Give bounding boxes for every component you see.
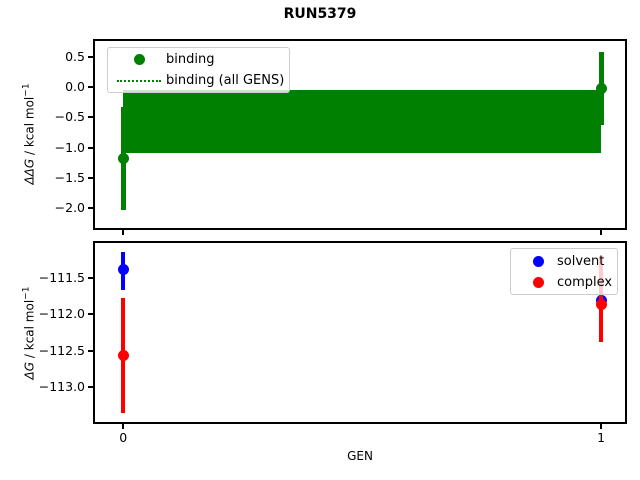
y-tick-mark bbox=[88, 207, 93, 210]
complex-point bbox=[117, 349, 129, 361]
binding-all-gens-dotted-line-icon bbox=[117, 79, 161, 82]
legend-item-binding-all-gens: binding (all GENS) bbox=[108, 70, 289, 91]
x-tick-mark bbox=[600, 424, 603, 429]
y-tick-mark bbox=[88, 146, 93, 149]
complex-dot-icon bbox=[532, 276, 544, 288]
y-tick-label: 0.5 bbox=[65, 48, 85, 64]
top-y-axis-label: ΔΔG / kcal mol−1 bbox=[21, 83, 37, 185]
figure-title: RUN5379 bbox=[283, 6, 357, 22]
x-tick-label: 0 bbox=[119, 430, 128, 445]
solvent-point bbox=[117, 264, 129, 276]
y-tick-mark bbox=[88, 55, 93, 58]
y-tick-label: −1.0 bbox=[54, 139, 85, 155]
legend-item-solvent: solvent bbox=[511, 251, 617, 272]
legend-label: binding (all GENS) bbox=[166, 73, 285, 88]
y-tick-label: −111.5 bbox=[38, 269, 85, 285]
x-tick-mark bbox=[122, 424, 125, 429]
x-tick-mark bbox=[600, 230, 603, 235]
y-tick-mark bbox=[88, 313, 93, 316]
legend-item-binding: binding bbox=[108, 49, 289, 70]
y-tick-label: −1.5 bbox=[54, 169, 85, 185]
axes-frame bbox=[93, 241, 627, 424]
bottom-legend: solvent complex bbox=[510, 248, 618, 295]
y-tick-mark bbox=[88, 386, 93, 389]
y-tick-label: −112.0 bbox=[38, 306, 85, 322]
binding-point bbox=[117, 152, 129, 164]
y-tick-mark bbox=[88, 349, 93, 352]
bottom-y-axis-label: ΔG / kcal mol−1 bbox=[21, 286, 37, 380]
x-axis-label: GEN bbox=[347, 449, 373, 463]
complex-point bbox=[595, 298, 607, 310]
binding-point bbox=[595, 83, 607, 95]
y-tick-mark bbox=[88, 276, 93, 279]
y-tick-mark bbox=[88, 176, 93, 179]
y-tick-label: −113.0 bbox=[38, 379, 85, 395]
x-tick-label: 1 bbox=[597, 430, 606, 445]
legend-label: complex bbox=[557, 274, 613, 290]
y-tick-mark bbox=[88, 85, 93, 88]
y-tick-mark bbox=[88, 116, 93, 119]
x-tick-mark bbox=[122, 230, 125, 235]
binding-dot-icon bbox=[133, 54, 145, 65]
y-tick-label: 0.0 bbox=[65, 78, 85, 94]
solvent-dot-icon bbox=[532, 255, 544, 267]
axes-frame bbox=[93, 39, 627, 230]
legend-item-complex: complex bbox=[511, 272, 617, 293]
legend-label: solvent bbox=[557, 253, 605, 269]
legend-label: binding bbox=[166, 52, 215, 67]
y-tick-label: −112.5 bbox=[38, 342, 85, 358]
top-legend: binding binding (all GENS) bbox=[107, 47, 290, 93]
y-tick-label: −2.0 bbox=[54, 200, 85, 216]
confidence-band bbox=[123, 90, 602, 153]
y-tick-label: −0.5 bbox=[54, 109, 85, 125]
